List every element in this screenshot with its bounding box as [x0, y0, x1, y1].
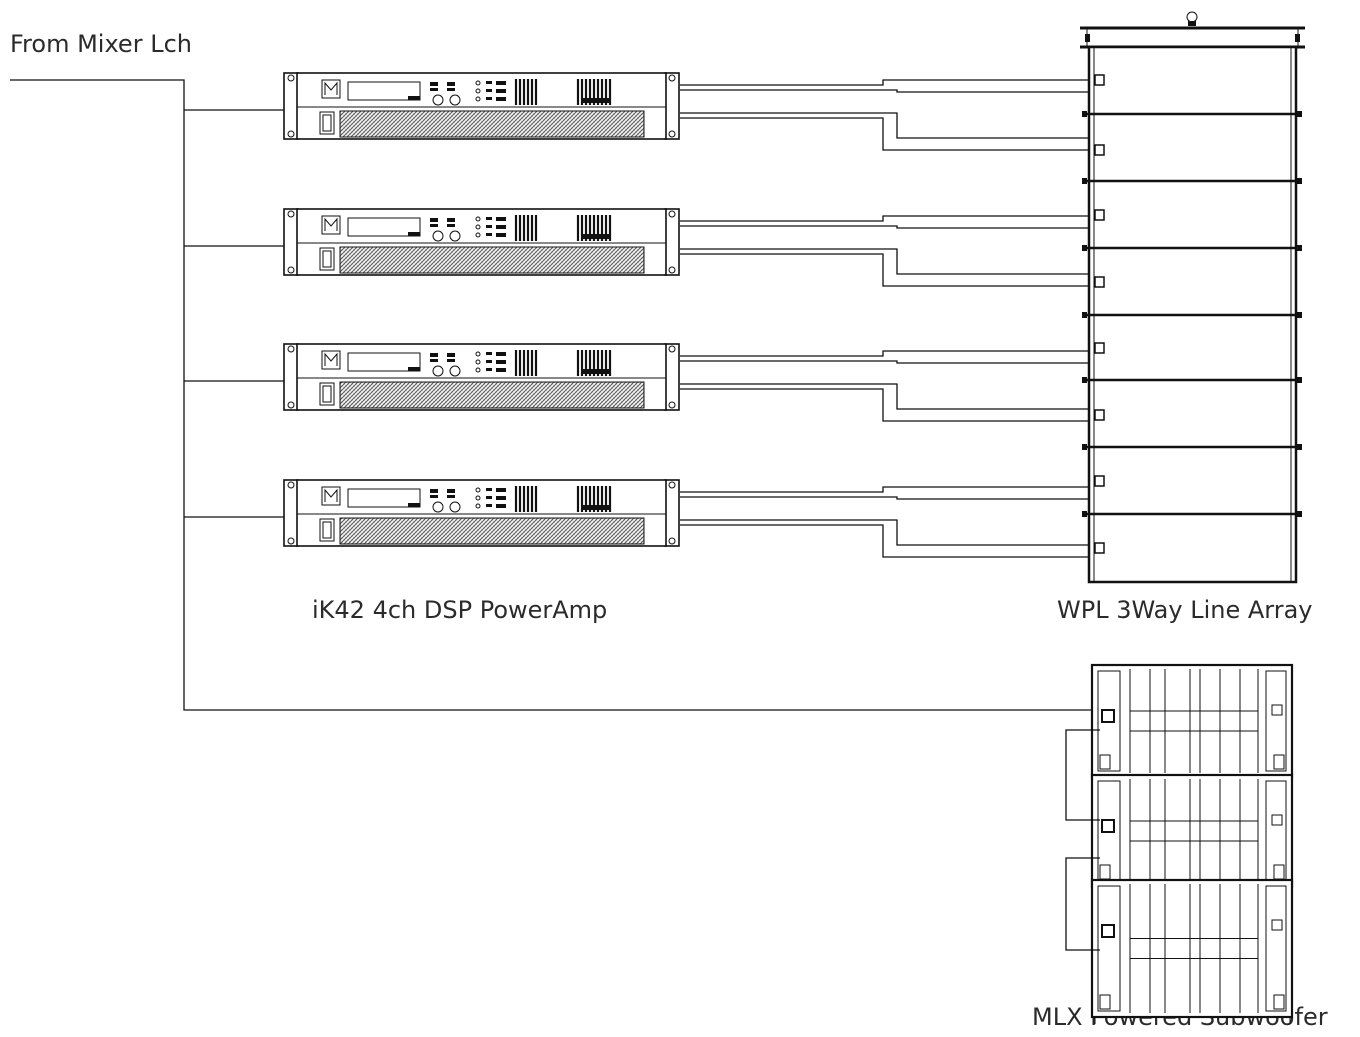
- amplifier-unit: [283, 208, 680, 276]
- input-connector: [1094, 342, 1105, 354]
- speaker-cable: [680, 112, 1095, 139]
- input-connector: [1094, 74, 1105, 86]
- speaker-cable: [680, 496, 1095, 500]
- speaker-cable: [680, 360, 1095, 364]
- speaker-cable: [680, 117, 1095, 151]
- sub-link-cable: [1065, 729, 1100, 821]
- subwoofer-graphic: [1065, 663, 1294, 1024]
- speaker-cable: [680, 524, 1095, 558]
- input-connector: [1094, 144, 1105, 156]
- speaker-cable: [680, 89, 1095, 93]
- amplifier-unit: [283, 479, 680, 547]
- input-connector: [1094, 475, 1105, 487]
- speaker-cable: [680, 350, 1095, 357]
- speaker-cable: [680, 388, 1095, 422]
- speaker-cable: [680, 253, 1095, 287]
- input-signal-bus: [10, 79, 1092, 711]
- input-connector: [1094, 276, 1105, 288]
- amplifier-label: iK42 4ch DSP PowerAmp: [312, 596, 608, 624]
- input-connector: [1094, 209, 1105, 221]
- subwoofer-cabinet: [1090, 878, 1294, 1019]
- line-array-label: WPL 3Way Line Array: [1057, 596, 1313, 624]
- input-connector: [1094, 409, 1105, 421]
- speaker-cable: [680, 225, 1095, 229]
- line-array-graphic: [1080, 11, 1305, 584]
- amplifier-unit: [283, 72, 680, 140]
- speaker-cable: [680, 519, 1095, 546]
- speaker-cable: [680, 383, 1095, 410]
- source-label: From Mixer Lch: [10, 30, 192, 58]
- input-connector: [1094, 542, 1105, 554]
- speaker-cable: [680, 79, 1095, 86]
- sub-link-cable: [1065, 857, 1100, 951]
- amplifier-unit: [283, 343, 680, 411]
- subwoofer-cabinet: [1090, 773, 1294, 889]
- amplifier-stack: [283, 72, 680, 547]
- speaker-cable: [680, 215, 1095, 222]
- speaker-cable: [680, 486, 1095, 493]
- subwoofer-cabinet: [1090, 663, 1294, 779]
- speaker-cable: [680, 248, 1095, 275]
- speaker-cables: [680, 79, 1095, 558]
